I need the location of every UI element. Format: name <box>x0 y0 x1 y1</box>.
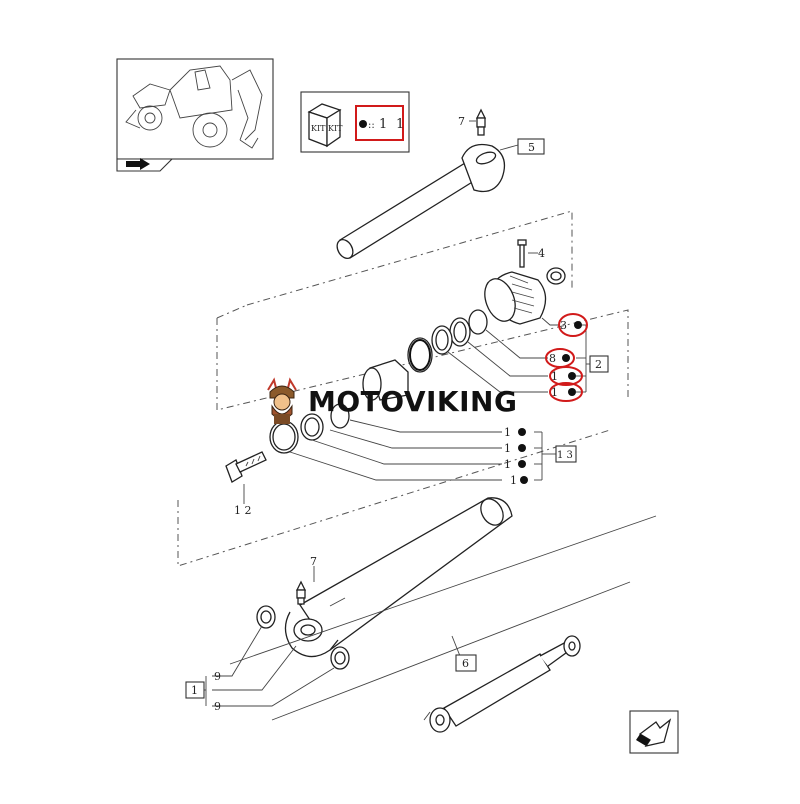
bolt-4[interactable]: 4 <box>517 239 545 268</box>
callout-1-box[interactable]: 1 <box>185 681 205 699</box>
kit-dot-icon <box>518 444 526 452</box>
kit-dot-icon <box>520 476 528 484</box>
grease-nipple-bottom[interactable]: 7 <box>295 555 317 605</box>
callout-2: 2 <box>595 358 602 371</box>
callout-5: 5 <box>528 141 535 154</box>
kit-dot-icon <box>574 321 582 329</box>
lower-leaders <box>289 419 556 481</box>
kit-symbol: :: <box>368 120 375 131</box>
callout-1-upper-b-label: 1 <box>551 386 558 399</box>
watermark-brand: MOTOVIKING <box>308 384 518 418</box>
kit-box-icon: KIT KIT <box>307 103 343 148</box>
kit-dot-icon <box>518 460 526 468</box>
cylinder-gland[interactable] <box>479 267 566 325</box>
machine-thumbnail[interactable] <box>116 58 274 172</box>
nav-small-arrow-icon <box>126 158 150 170</box>
kit-dot-icon <box>518 428 526 436</box>
viking-mascot-icon <box>267 377 297 424</box>
callout-1-lower-d: 1 <box>510 474 517 487</box>
callout-9-a: 9 <box>214 670 221 683</box>
kit-boundary-dashes <box>177 210 629 567</box>
callout-2-box[interactable]: 2 <box>589 355 609 373</box>
callout-1-lower-list[interactable]: 1 1 1 1 <box>504 426 528 487</box>
callout-8: 8 <box>549 352 556 365</box>
nav-arrow-icon <box>636 718 672 747</box>
kit-dot-icon <box>568 388 576 396</box>
callout-13: 1 3 <box>557 450 573 461</box>
callout-4: 4 <box>538 247 545 260</box>
callout-6: 6 <box>462 657 469 670</box>
machine-thumbnail-icon <box>125 65 263 149</box>
callout-7-bottom: 7 <box>310 555 317 568</box>
callout-9-list[interactable]: 9 9 <box>214 670 221 713</box>
kit-qty-a: 1 <box>379 117 387 132</box>
callout-1-upper-b[interactable]: 1 <box>549 382 583 402</box>
grease-nipple-top[interactable]: 7 <box>458 108 487 136</box>
callout-9-b: 9 <box>214 700 221 713</box>
cylinder-barrel[interactable] <box>256 495 513 670</box>
kit-dot-icon <box>562 354 570 362</box>
kit-highlight <box>355 105 404 141</box>
callout-1-box-label: 1 <box>191 684 198 697</box>
callout-13-box[interactable]: 1 3 <box>555 445 577 463</box>
watermark: MOTOVIKING <box>262 374 540 428</box>
kit-dot-icon <box>568 372 576 380</box>
cylinder-assembly-6[interactable]: 6 <box>423 635 581 733</box>
kit-qty-b: 1 <box>396 117 404 132</box>
section-separator <box>229 515 657 721</box>
callout-3-group[interactable]: 3 <box>558 313 588 337</box>
piston[interactable] <box>362 359 409 401</box>
callout-1-lower-c: 1 <box>504 458 511 471</box>
next-page-nav[interactable] <box>629 710 679 754</box>
seal-set-upper[interactable] <box>407 309 488 373</box>
callout-3: 3 <box>560 319 567 332</box>
callout-1-lower-a: 1 <box>504 426 511 439</box>
callout-8-group[interactable]: 8 <box>545 348 575 368</box>
callout-1-lower-b: 1 <box>504 442 511 455</box>
kit-label-front: KIT <box>311 124 326 133</box>
callout-12: 1 2 <box>234 504 252 517</box>
piston-rod[interactable]: 5 <box>334 138 545 261</box>
upper-leaders <box>447 317 590 393</box>
seal-set-lower[interactable] <box>269 403 350 454</box>
kit-label-side: KIT <box>328 124 343 133</box>
kit-legend[interactable]: KIT KIT :: 1 1 <box>300 91 410 153</box>
kit-dot-icon <box>359 120 367 128</box>
bolt-12[interactable]: 1 2 <box>225 451 267 517</box>
callout-1-upper-a-label: 1 <box>551 370 558 383</box>
callout-1-upper-a[interactable]: 1 <box>549 366 583 386</box>
callout-7-top: 7 <box>458 115 465 128</box>
